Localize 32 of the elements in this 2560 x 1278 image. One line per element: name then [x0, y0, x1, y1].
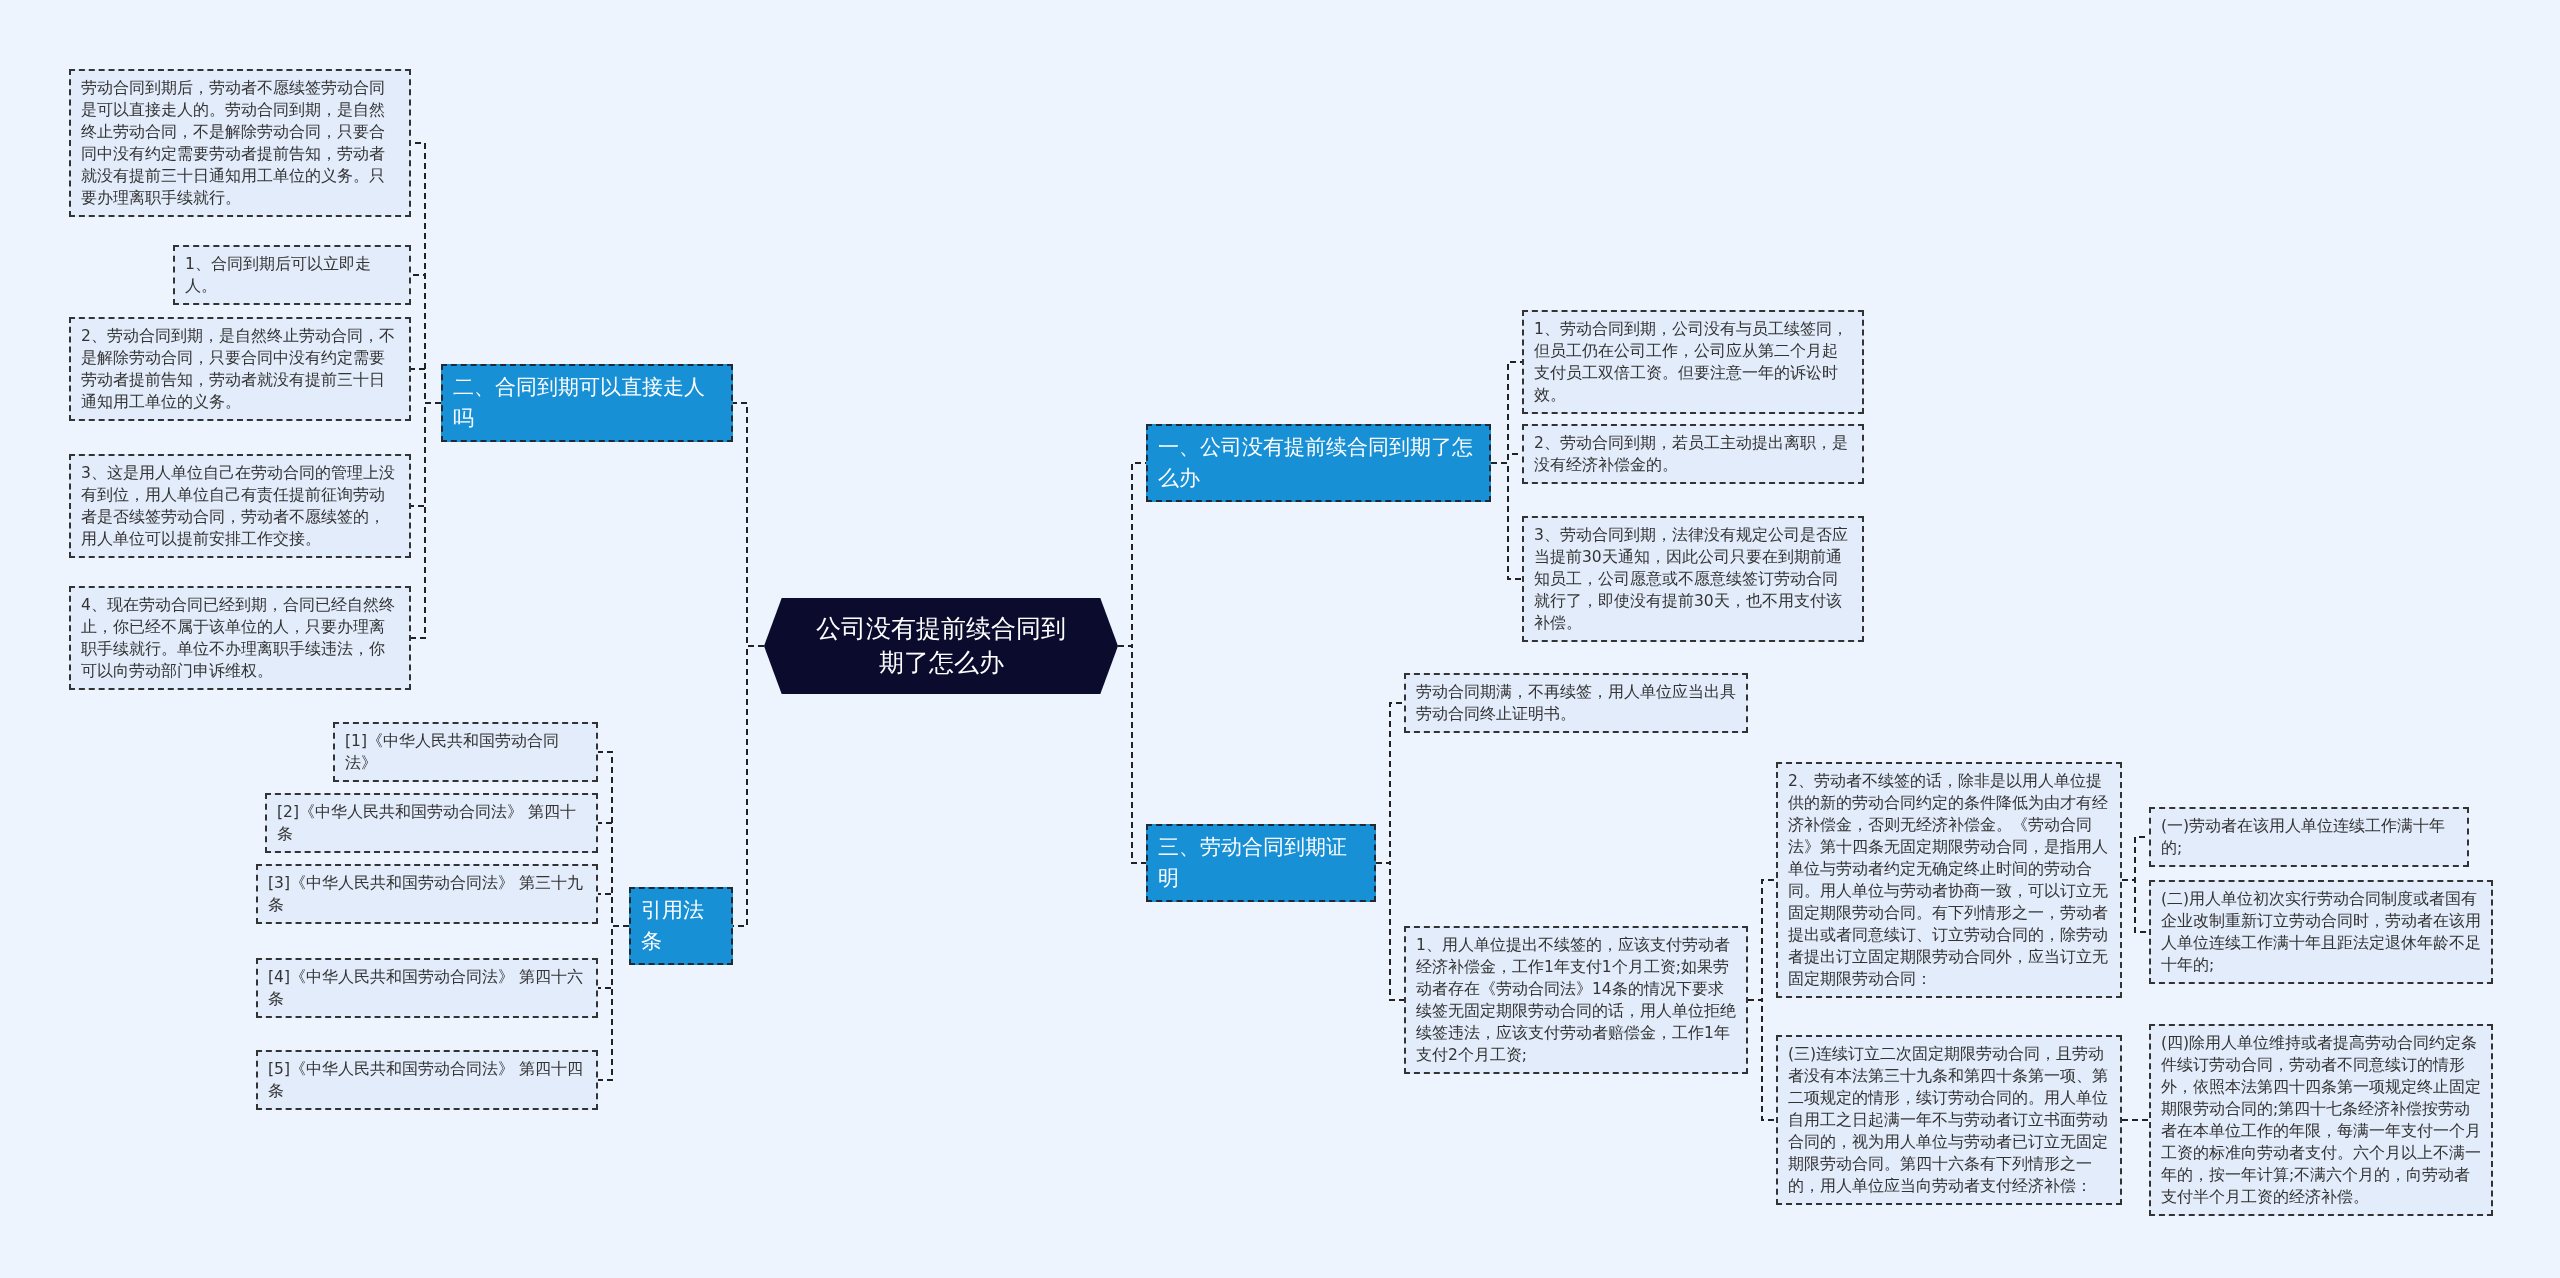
note-box: [5]《中华人民共和国劳动合同法》 第四十四条 — [256, 1050, 598, 1110]
note-box: [1]《中华人民共和国劳动合同法》 — [333, 722, 598, 782]
note-box: 1、合同到期后可以立即走人。 — [173, 245, 411, 305]
note-box: 2、劳动合同到期，若员工主动提出离职，是没有经济补偿金的。 — [1522, 424, 1864, 484]
note-box: 1、劳动合同到期，公司没有与员工续签同，但员工仍在公司工作，公司应从第二个月起支付员工双倍工资。但要注意一年的诉讼时效。 — [1522, 310, 1864, 414]
connector-line — [1747, 999, 1777, 1121]
note-box: 3、劳动合同到期，法律没有规定公司是否应当提前30天通知，因此公司只要在到期前通知员工，公司愿意或不愿意续签订劳动合同就行了，即使没有提前30天，也不用支付该补偿。 — [1522, 516, 1864, 642]
connector-line — [597, 925, 630, 1081]
note-box: (四)除用人单位维持或者提高劳动合同约定条件续订劳动合同，劳动者不同意续订的情形外，依照本法第四十四条第一项规定终止固定期限劳动合同的;第四十七条经济补偿按劳动者在本单位工作的年限，每满一年支付一个月工资的标准向劳动者支付。六个月以上不满一年的，按一年计算;不满六个月的，向劳动者支付半个月工资的经济补偿。 — [2149, 1024, 2493, 1216]
note-box: 劳动合同到期后，劳动者不愿续签劳动合同是可以直接走人的。劳动合同到期，是自然终止劳动合同，不是解除劳动合同，只要合同中没有约定需要劳动者提前告知，劳动者就没有提前三十日通知用工单位的义务。只要办理离职手续就行。 — [69, 69, 411, 217]
branch-topic: 二、合同到期可以直接走人吗 — [441, 364, 733, 442]
note-box: 2、劳动合同到期，是自然终止劳动合同，不是解除劳动合同，只要合同中没有约定需要劳动者提前告知，劳动者就没有提前三十日通知用工单位的义务。 — [69, 317, 411, 421]
connector-line — [1375, 862, 1405, 1001]
note-box: (三)连续订立二次固定期限劳动合同，且劳动者没有本法第三十九条和第四十条第一项、第二项规定的情形，续订劳动合同的。用人单位自用工之日起满一年不与劳动者订立书面劳动合同的，视为用人单位与劳动者已订立无固定期限劳动合同。第四十六条有下列情形之一的，用人单位应当向劳动者支付经济补偿： — [1776, 1035, 2122, 1205]
note-box: [2]《中华人民共和国劳动合同法》 第四十条 — [265, 793, 598, 853]
note-box: 劳动合同期满，不再续签，用人单位应当出具劳动合同终止证明书。 — [1404, 673, 1748, 733]
connector-line — [2121, 1119, 2150, 1121]
note-box: [4]《中华人民共和国劳动合同法》 第四十六条 — [256, 958, 598, 1018]
note-box: 1、用人单位提出不续签的，应该支付劳动者经济补偿金，工作1年支付1个月工资;如果劳动者存在《劳动合同法》14条的情况下要求续签无固定期限劳动合同的话，用人单位拒绝续签违法，应该支付劳动者赔偿金，工作1年支付2个月工资; — [1404, 926, 1748, 1074]
branch-topic: 三、劳动合同到期证明 — [1146, 824, 1376, 902]
branch-topic: 一、公司没有提前续合同到期了怎么办 — [1146, 424, 1491, 502]
note-box: [3]《中华人民共和国劳动合同法》 第三十九条 — [256, 864, 598, 924]
note-box: 4、现在劳动合同已经到期，合同已经自然终止，你已经不属于该单位的人，只要办理离职手续就行。单位不办理离职手续违法，你可以向劳动部门申诉维权。 — [69, 586, 411, 690]
connector-line — [1117, 645, 1147, 864]
note-box: (二)用人单位初次实行劳动合同制度或者国有企业改制重新订立劳动合同时，劳动者在该用人单位连续工作满十年且距法定退休年龄不足十年的; — [2149, 880, 2493, 984]
central-topic: 公司没有提前续合同到期了怎么办 — [764, 598, 1118, 694]
note-box: 3、这是用人单位自己在劳动合同的管理上没有到位，用人单位自己有责任提前征询劳动者是否续签劳动合同，劳动者不愿续签的，用人单位可以提前安排工作交接。 — [69, 454, 411, 558]
connector-line — [1490, 462, 1523, 580]
branch-topic: 引用法条 — [629, 887, 733, 965]
connector-line — [410, 402, 442, 639]
note-box: 2、劳动者不续签的话，除非是以用人单位提供的新的劳动合同约定的条件降低为由才有经济补偿金，否则无经济补偿金。《劳动合同法》第十四条无固定期限劳动合同，是指用人单位与劳动者约定无确定终止时间的劳动合同。用人单位与劳动者协商一致，可以订立无固定期限劳动合同。有下列情形之一，劳动者提出或者同意续订、订立劳动合同的，除劳动者提出订立固定期限劳动合同外，应当订立无固定期限劳动合同： — [1776, 762, 2122, 998]
note-box: (一)劳动者在该用人单位连续工作满十年的; — [2149, 807, 2469, 867]
